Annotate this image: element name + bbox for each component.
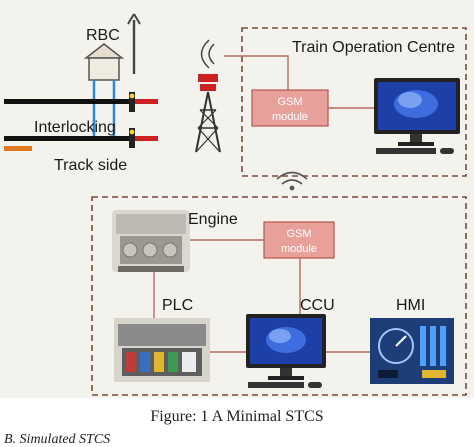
interlocking-label: Interlocking (34, 119, 116, 136)
gsm-module-train: GSM module (263, 221, 335, 259)
toc-boundary (241, 27, 467, 177)
ccu-label: CCU (300, 297, 335, 314)
section-heading: B. Simulated STCS (4, 432, 110, 447)
plc-image (114, 318, 210, 382)
gsm-bottom-line1: GSM (286, 228, 311, 240)
toc-computer-icon (374, 78, 460, 154)
engine-label: Engine (188, 211, 238, 228)
wifi-icon-link (276, 171, 308, 191)
signal-posts (129, 92, 135, 148)
gsm-tower (195, 74, 221, 153)
rbc-label: RBC (86, 27, 120, 44)
figure-caption: Figure: 1 A Minimal STCS (150, 408, 323, 425)
gsm-module-toc: GSM module (251, 89, 329, 127)
gsm-top-line2: module (272, 111, 308, 123)
wifi-icon-tower (200, 39, 215, 69)
trackside-label: Track side (54, 157, 127, 174)
rbc-building (83, 43, 125, 81)
trackside-group: RBC Interlocking Track side (4, 13, 158, 174)
rail-track-lower (4, 136, 158, 141)
hmi-label: HMI (396, 297, 425, 314)
toc-antenna-wire (224, 55, 289, 90)
engine-image (112, 210, 190, 272)
plc-label: PLC (162, 297, 193, 314)
train-boundary (91, 196, 467, 396)
ccu-computer-icon (246, 314, 326, 388)
hmi-panel-image (370, 318, 454, 384)
gsm-bottom-line2: module (281, 243, 317, 255)
track-marker (4, 146, 32, 151)
toc-label: Train Operation Centre (292, 39, 455, 56)
gsm-top-line1: GSM (277, 96, 302, 108)
rail-track-upper (4, 99, 158, 104)
